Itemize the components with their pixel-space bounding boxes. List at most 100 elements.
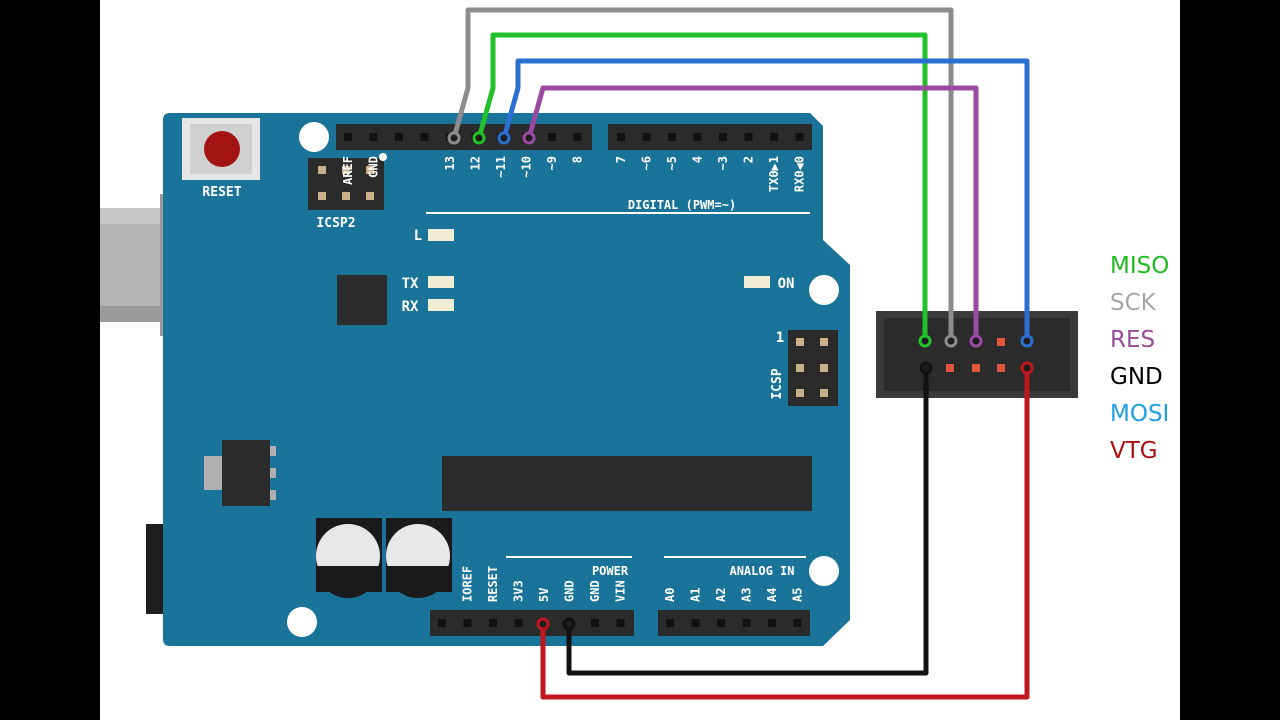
- microcontroller-chip: [442, 456, 812, 511]
- header-pin: [768, 619, 776, 627]
- wire-end: [562, 617, 576, 631]
- power-header: [430, 610, 634, 636]
- digital-pin-label: GND: [367, 156, 381, 178]
- power-pin-label: RESET: [486, 566, 500, 602]
- led-l-label: L: [414, 228, 422, 244]
- header-pin: [591, 619, 599, 627]
- digital-pin-label: 4: [691, 156, 705, 163]
- reset-label: RESET: [202, 185, 241, 200]
- legend-item-gnd: GND: [1110, 364, 1163, 390]
- digital-pin-label: ~9: [545, 156, 559, 170]
- mount-hole: [299, 122, 329, 152]
- header-pin: [420, 133, 429, 141]
- led-rx-label: RX: [402, 299, 419, 315]
- isp-connector: [876, 311, 1078, 398]
- analog-header: [658, 610, 810, 636]
- icsp-label: ICSP: [770, 368, 785, 399]
- led-rx: [428, 299, 454, 311]
- legend-item-mosi: MOSI: [1110, 401, 1170, 427]
- digital-label: DIGITAL (PWM=~): [628, 198, 736, 212]
- wire-end: [1020, 334, 1034, 348]
- power-pin-label: 5V: [537, 588, 551, 602]
- header-pin: [463, 619, 472, 627]
- header-pin: [719, 133, 727, 141]
- wire-end: [1020, 361, 1034, 375]
- analog-pin-label: A4: [765, 588, 779, 602]
- wire-miso: [476, 32, 928, 344]
- wire-vtg: [540, 365, 1030, 700]
- icsp2-label: ICSP2: [316, 216, 355, 231]
- power-pin-label: IOREF: [461, 566, 475, 602]
- wire-gnd: [566, 365, 929, 676]
- header-pin: [691, 619, 700, 627]
- digital-pin-label: 13: [443, 156, 457, 170]
- signal-legend: MISO SCK RES GND MOSI VTG: [1110, 248, 1169, 470]
- wire-end: [918, 334, 932, 348]
- wire-end: [969, 334, 983, 348]
- wire-end: [536, 617, 550, 631]
- capacitor: [386, 518, 452, 598]
- digital-pin-label: 7: [614, 156, 628, 163]
- wire-end: [447, 131, 461, 145]
- wire-end: [522, 131, 536, 145]
- header-pin: [438, 619, 446, 627]
- header-pin: [717, 619, 725, 627]
- analog-pin-label: A3: [740, 588, 754, 602]
- header-pin: [666, 619, 674, 627]
- header-pin: [395, 133, 403, 141]
- power-pin-label: 3V3: [512, 580, 526, 602]
- led-l: [428, 229, 454, 241]
- digital-header-right: [608, 124, 812, 150]
- analog-pin-label: A1: [689, 588, 703, 602]
- header-pin: [616, 619, 625, 627]
- mount-hole: [809, 556, 839, 586]
- header-pin: [642, 133, 651, 141]
- mount-hole: [809, 275, 839, 305]
- digital-pin-label: TX0▶1: [767, 156, 781, 192]
- header-pin: [369, 133, 378, 141]
- voltage-regulator: [204, 440, 276, 506]
- icsp-header: [788, 330, 838, 406]
- header-pin: [744, 133, 753, 141]
- digital-pin-label: 8: [571, 156, 585, 163]
- wire-end: [497, 131, 511, 145]
- digital-pin-label: RX0◀0: [793, 156, 807, 192]
- led-tx-label: TX: [402, 276, 419, 292]
- led-on-label: ON: [778, 276, 795, 292]
- digital-pin-label: AREF: [341, 156, 355, 185]
- led-on: [744, 276, 770, 288]
- digital-pin-label: 2: [742, 156, 756, 163]
- reset-button[interactable]: [182, 118, 260, 180]
- wire-mosi: [501, 58, 1030, 344]
- digital-pin-label: ~6: [640, 156, 654, 170]
- header-pin: [793, 619, 802, 627]
- header-pin: [489, 619, 497, 627]
- header-pin: [573, 133, 582, 141]
- wire-end: [472, 131, 486, 145]
- digital-pin-label: ~10: [520, 156, 534, 178]
- small-chip: [337, 275, 387, 325]
- legend-item-sck: SCK: [1110, 290, 1156, 316]
- mount-hole: [287, 607, 317, 637]
- led-tx: [428, 276, 454, 288]
- analog-pin-label: A2: [714, 588, 728, 602]
- wire-sck: [451, 7, 954, 344]
- power-pin-label: GND: [588, 580, 602, 602]
- header-pin: [668, 133, 676, 141]
- header-pin: [795, 133, 804, 141]
- header-pin: [514, 619, 523, 627]
- power-label: POWER: [592, 564, 629, 578]
- header-pin: [770, 133, 778, 141]
- wire-end: [944, 334, 958, 348]
- digital-pin-label: ~5: [665, 156, 679, 170]
- header-pin: [742, 619, 751, 627]
- legend-item-vtg: VTG: [1110, 438, 1158, 464]
- wire-end: [919, 361, 933, 375]
- capacitor: [316, 518, 382, 598]
- legend-item-res: RES: [1110, 327, 1156, 353]
- analog-pin-label: A0: [663, 588, 677, 602]
- legend-item-miso: MISO: [1110, 253, 1170, 279]
- header-pin: [693, 133, 702, 141]
- digital-pin-label: 12: [469, 156, 483, 170]
- wire-res: [526, 85, 979, 344]
